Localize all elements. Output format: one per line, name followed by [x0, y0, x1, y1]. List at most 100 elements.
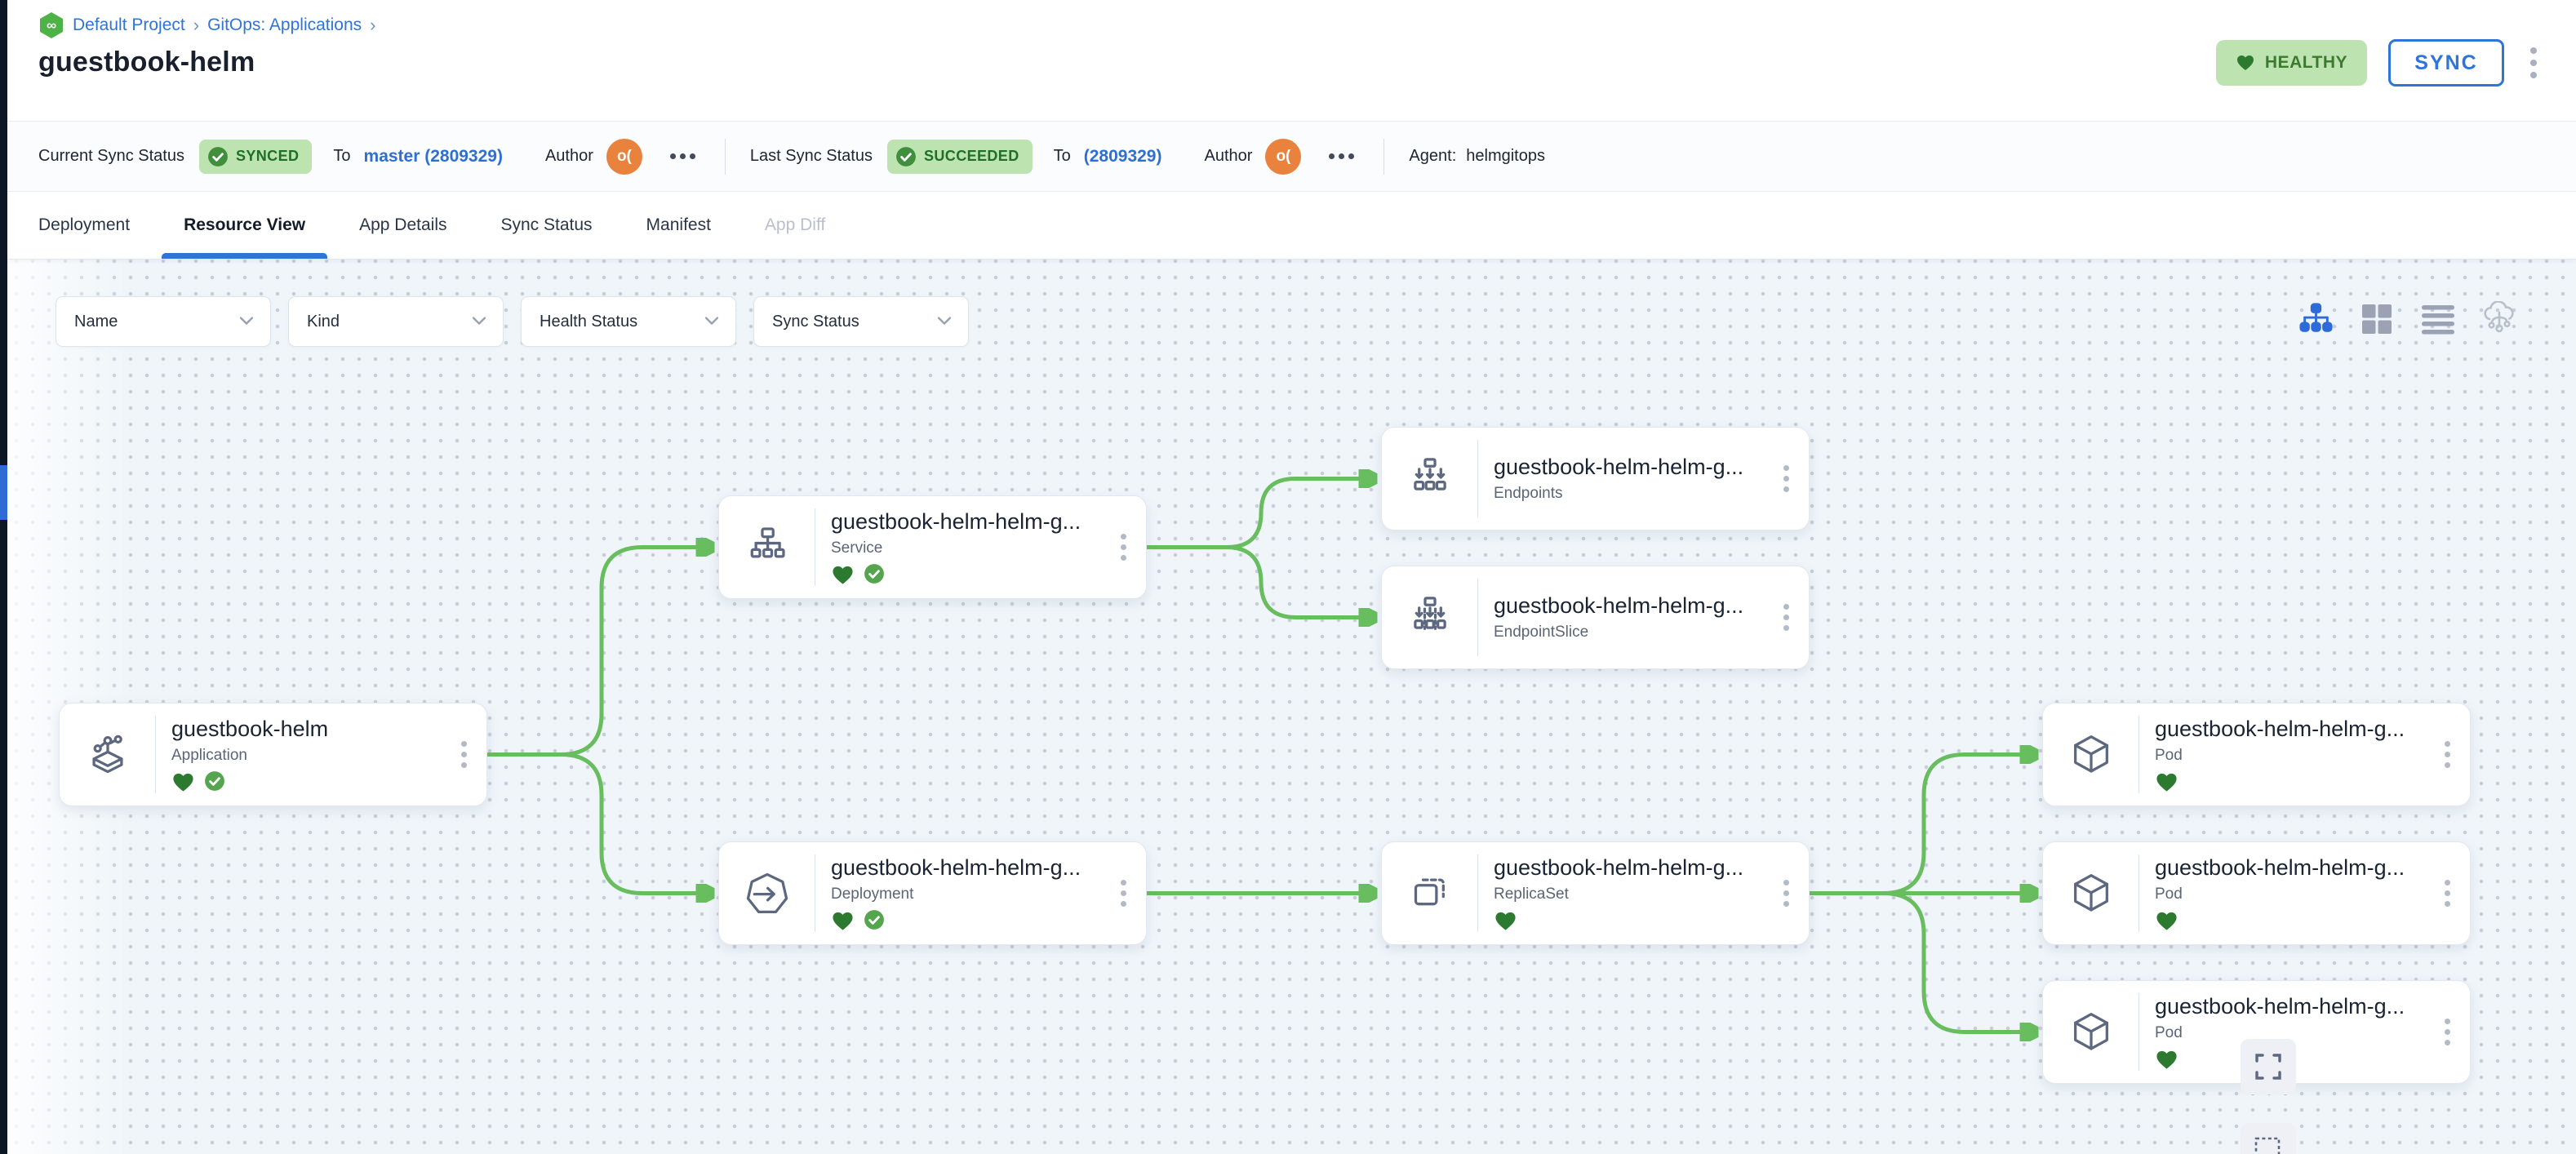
node-more-button[interactable]	[2424, 981, 2470, 1083]
edge-service-to-endpoints	[1144, 479, 1375, 549]
resource-node-service[interactable]: guestbook-helm-helm-g... Service	[718, 495, 1147, 599]
current-sync-status-group: Current Sync Status SYNCED To master (28…	[38, 138, 700, 175]
tab-resource-view[interactable]: Resource View	[157, 192, 332, 259]
healthy-heart-icon	[831, 563, 855, 585]
node-more-button[interactable]	[1100, 842, 1146, 944]
breadcrumb-applications[interactable]: GitOps: Applications	[207, 16, 362, 34]
node-kind-label: Endpoints	[1494, 485, 1563, 502]
node-body: guestbook-helm-helm-g... Deployment	[815, 842, 1100, 944]
node-more-button[interactable]	[2424, 842, 2470, 944]
header-more-button[interactable]	[2525, 42, 2542, 83]
breadcrumb-separator-icon: ›	[370, 15, 376, 35]
node-more-button[interactable]	[2424, 703, 2470, 806]
healthy-heart-icon	[1494, 909, 1517, 931]
synced-badge: SYNCED	[198, 139, 313, 174]
filter-bar: Name Kind Health Status Sync Status	[56, 296, 969, 347]
tab-app-diff: App Diff	[764, 215, 826, 234]
node-body: guestbook-helm-helm-g... Pod	[2139, 703, 2424, 806]
node-title: guestbook-helm-helm-g...	[2155, 855, 2405, 880]
node-more-button[interactable]	[441, 703, 486, 806]
cluster-view-icon	[2481, 300, 2517, 340]
agent-group: Agent: helmgitops	[1409, 147, 1545, 166]
resource-node-pod-1[interactable]: guestbook-helm-helm-g... Pod	[2042, 703, 2471, 806]
resource-node-endpointslice[interactable]: guestbook-helm-helm-g... EndpointSlice	[1381, 566, 1810, 669]
app-header: ∞ Default Project › GitOps: Applications…	[0, 0, 2576, 121]
tab-deployment[interactable]: Deployment	[38, 215, 131, 234]
node-title: guestbook-helm-helm-g...	[2155, 717, 2405, 741]
check-circle-icon	[208, 146, 228, 166]
to-label: To	[333, 147, 351, 165]
author-label: Author	[1204, 147, 1253, 165]
filter-name[interactable]: Name	[56, 296, 271, 347]
lasso-select-icon	[2254, 1137, 2281, 1154]
collapsed-sidebar[interactable]	[0, 0, 7, 1154]
divider	[1383, 138, 1385, 175]
chevron-down-icon	[937, 313, 952, 331]
node-body: guestbook-helm-helm-g... ReplicaSet	[1478, 842, 1763, 944]
sync-button[interactable]: SYNC	[2388, 39, 2504, 87]
pod-icon	[2043, 842, 2139, 944]
healthy-heart-icon	[2155, 1048, 2178, 1070]
node-more-button[interactable]	[1763, 428, 1809, 530]
deployment-icon	[719, 842, 815, 944]
filter-kind[interactable]: Kind	[288, 296, 504, 347]
edge-replicaset-to-pod-3	[1807, 891, 2036, 1032]
sidebar-active-indicator[interactable]	[0, 465, 7, 520]
resource-node-application[interactable]: guestbook-helm Application	[59, 703, 487, 806]
tab-manifest[interactable]: Manifest	[646, 215, 711, 234]
resource-node-replicaset[interactable]: guestbook-helm-helm-g... ReplicaSet	[1381, 841, 1810, 945]
chevron-down-icon	[704, 313, 719, 331]
resource-node-pod-2[interactable]: guestbook-helm-helm-g... Pod	[2042, 841, 2471, 945]
commit-more-button[interactable]	[1324, 149, 1359, 164]
node-title: guestbook-helm-helm-g...	[1494, 855, 1744, 880]
resource-node-endpoints[interactable]: guestbook-helm-helm-g... Endpoints	[1381, 427, 1810, 530]
healthy-heart-icon	[2155, 770, 2178, 792]
to-label: To	[1053, 147, 1071, 165]
tree-view-button[interactable]	[2298, 302, 2334, 338]
resource-tree-canvas[interactable]: Name Kind Health Status Sync Status guestbo…	[0, 260, 2576, 1154]
codefresh-logo-icon: ∞	[38, 11, 64, 39]
selection-tool-button[interactable]	[2241, 1123, 2296, 1154]
node-kind-label: Pod	[2155, 747, 2183, 764]
healthy-heart-icon	[171, 770, 195, 792]
filter-label: Health Status	[540, 312, 638, 331]
author-label: Author	[544, 147, 593, 165]
author-avatar[interactable]: o(	[1265, 138, 1302, 175]
node-status-icons	[2155, 908, 2424, 931]
node-body: guestbook-helm-helm-g... Pod	[2139, 842, 2424, 944]
tab-app-details[interactable]: App Details	[359, 215, 447, 234]
node-status-icons	[171, 770, 441, 792]
filter-sync-status[interactable]: Sync Status	[753, 296, 969, 347]
svg-text:∞: ∞	[47, 18, 56, 33]
node-more-button[interactable]	[1763, 842, 1809, 944]
fit-view-button[interactable]	[2241, 1039, 2296, 1094]
fullscreen-icon	[2255, 1054, 2281, 1080]
node-title: guestbook-helm-helm-g...	[2155, 994, 2405, 1019]
node-more-button[interactable]	[1763, 566, 1809, 668]
author-avatar[interactable]: o(	[606, 138, 642, 175]
node-more-button[interactable]	[1100, 496, 1146, 598]
grid-view-button[interactable]	[2359, 302, 2395, 338]
filter-health-status[interactable]: Health Status	[521, 296, 736, 347]
service-icon	[719, 496, 815, 598]
node-body: guestbook-helm-helm-g... Service	[815, 496, 1100, 598]
current-revision-link[interactable]: master (2809329)	[363, 146, 503, 166]
list-view-button[interactable]	[2420, 302, 2456, 338]
tab-sync-status[interactable]: Sync Status	[500, 215, 593, 234]
edge-service-to-endpointslice	[1144, 545, 1375, 618]
node-divider	[1477, 440, 1478, 517]
node-divider	[1477, 579, 1478, 656]
node-body: guestbook-helm-helm-g... Endpoints	[1478, 428, 1763, 530]
check-circle-icon	[896, 146, 916, 166]
resource-node-deployment[interactable]: guestbook-helm-helm-g... Deployment	[718, 841, 1147, 945]
succeeded-badge: SUCCEEDED	[886, 139, 1033, 174]
view-mode-switcher	[2298, 300, 2517, 340]
synced-check-icon	[204, 770, 225, 792]
last-revision-link[interactable]: (2809329)	[1083, 146, 1162, 166]
breadcrumb: ∞ Default Project › GitOps: Applications…	[38, 11, 2576, 39]
commit-more-button[interactable]	[665, 149, 700, 164]
grid-view-icon	[2361, 303, 2393, 338]
breadcrumb-project[interactable]: Default Project	[73, 16, 185, 34]
cluster-view-button[interactable]	[2481, 300, 2517, 340]
agent-value: helmgitops	[1466, 147, 1545, 165]
